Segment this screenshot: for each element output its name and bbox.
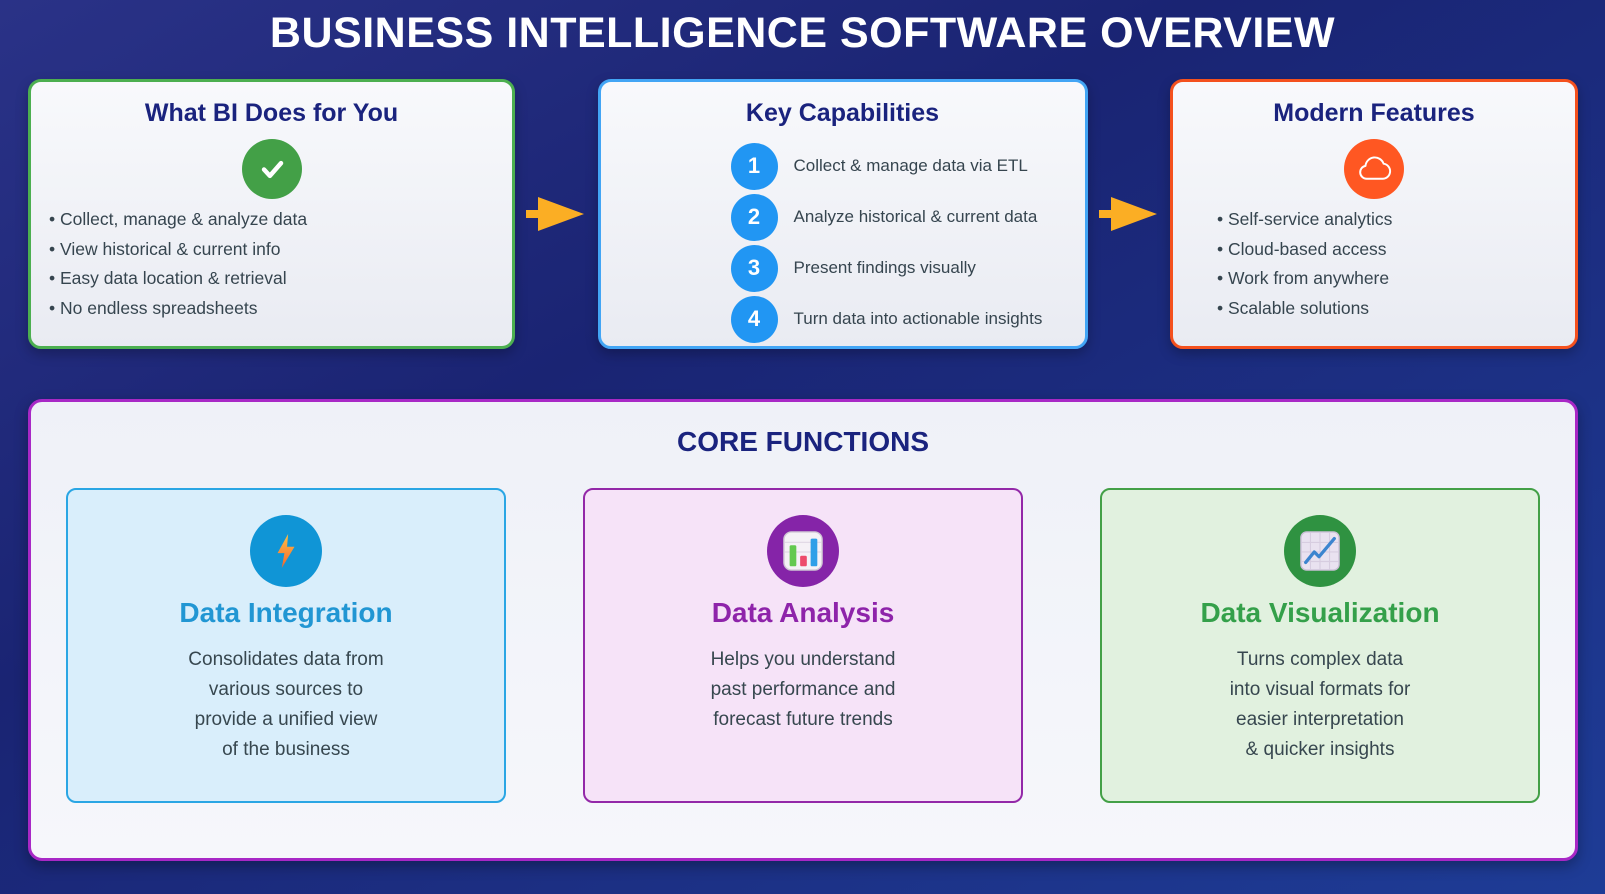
lightning-icon: [250, 515, 322, 587]
bar-chart-icon: [767, 515, 839, 587]
card-key-capabilities: Key Capabilities 1 Collect & manage data…: [597, 79, 1088, 349]
text-line: of the business: [222, 739, 350, 760]
list-item: Cloud-based access: [1217, 235, 1575, 265]
card-data-visualization: Data Visualization Turns complex data in…: [1100, 488, 1540, 803]
list-item: Scalable solutions: [1217, 294, 1575, 324]
infographic-page: BUSINESS INTELLIGENCE SOFTWARE OVERVIEW …: [0, 0, 1605, 861]
text-line: into visual formats for: [1229, 679, 1411, 700]
step-number-badge: 2: [730, 193, 778, 241]
core-functions-panel: CORE FUNCTIONS Data Integrati: [28, 399, 1578, 861]
text-line: easier interpretation: [1236, 709, 1404, 730]
step-row: 1 Collect & manage data via ETL: [730, 141, 1085, 191]
list-item: Self-service analytics: [1217, 205, 1575, 235]
arrow-right-icon: [515, 79, 598, 349]
text-line: provide a unified view: [194, 709, 378, 730]
list-item: Collect, manage & analyze data: [49, 205, 512, 235]
text-line: forecast future trends: [713, 709, 893, 730]
list-item: Easy data location & retrieval: [49, 264, 512, 294]
card-data-visualization-text: Turns complex data into visual formats f…: [1102, 645, 1538, 765]
step-number-badge: 4: [730, 295, 778, 343]
card-modern-features-title: Modern Features: [1273, 99, 1475, 127]
list-item: View historical & current info: [49, 235, 512, 265]
step-label: Present findings visually: [793, 258, 976, 277]
step-label: Collect & manage data via ETL: [793, 156, 1028, 175]
card-data-analysis-text: Helps you understand past performance an…: [585, 645, 1021, 735]
line-chart-icon: [1284, 515, 1356, 587]
list-item: Work from anywhere: [1217, 264, 1575, 294]
top-row: What BI Does for You Collect, manage & a…: [28, 79, 1578, 349]
card-data-visualization-title: Data Visualization: [1200, 597, 1440, 628]
card-data-integration-text: Consolidates data from various sources t…: [68, 645, 504, 765]
core-functions-title: CORE FUNCTIONS: [677, 426, 929, 457]
core-functions-row: Data Integration Consolidates data from …: [31, 458, 1575, 803]
text-line: Consolidates data from: [188, 649, 384, 670]
arrow-right-icon: [1088, 79, 1171, 349]
step-row: 2 Analyze historical & current data: [730, 192, 1085, 242]
page-title: BUSINESS INTELLIGENCE SOFTWARE OVERVIEW: [269, 9, 1336, 57]
text-line: Helps you understand: [710, 649, 896, 670]
list-item: No endless spreadsheets: [49, 294, 512, 324]
text-line: Turns complex data: [1236, 649, 1404, 670]
check-icon: [241, 139, 302, 199]
modern-features-list: Self-service analytics Cloud-based acces…: [1173, 205, 1575, 323]
cloud-icon: [1344, 139, 1404, 199]
card-data-integration: Data Integration Consolidates data from …: [66, 488, 506, 803]
step-number-badge: 3: [730, 244, 778, 292]
card-key-capabilities-title: Key Capabilities: [745, 99, 940, 127]
card-what-bi-does-title: What BI Does for You: [144, 99, 399, 127]
step-row: 4 Turn data into actionable insights: [730, 294, 1085, 344]
step-row: 3 Present findings visually: [730, 243, 1085, 293]
step-label: Turn data into actionable insights: [793, 309, 1043, 328]
card-what-bi-does: What BI Does for You Collect, manage & a…: [28, 79, 515, 349]
card-data-integration-title: Data Integration: [179, 597, 393, 628]
card-data-analysis: Data Analysis Helps you understand past …: [583, 488, 1023, 803]
card-modern-features: Modern Features Self-service analytics C…: [1170, 79, 1578, 349]
step-number-badge: 1: [730, 142, 778, 190]
text-line: & quicker insights: [1245, 739, 1395, 760]
card-data-analysis-title: Data Analysis: [711, 597, 895, 628]
capabilities-steps: 1 Collect & manage data via ETL 2 Analyz…: [601, 141, 1085, 344]
text-line: various sources to: [208, 679, 364, 700]
bi-benefits-list: Collect, manage & analyze data View hist…: [31, 205, 512, 323]
step-label: Analyze historical & current data: [793, 207, 1038, 226]
text-line: past performance and: [710, 679, 896, 700]
